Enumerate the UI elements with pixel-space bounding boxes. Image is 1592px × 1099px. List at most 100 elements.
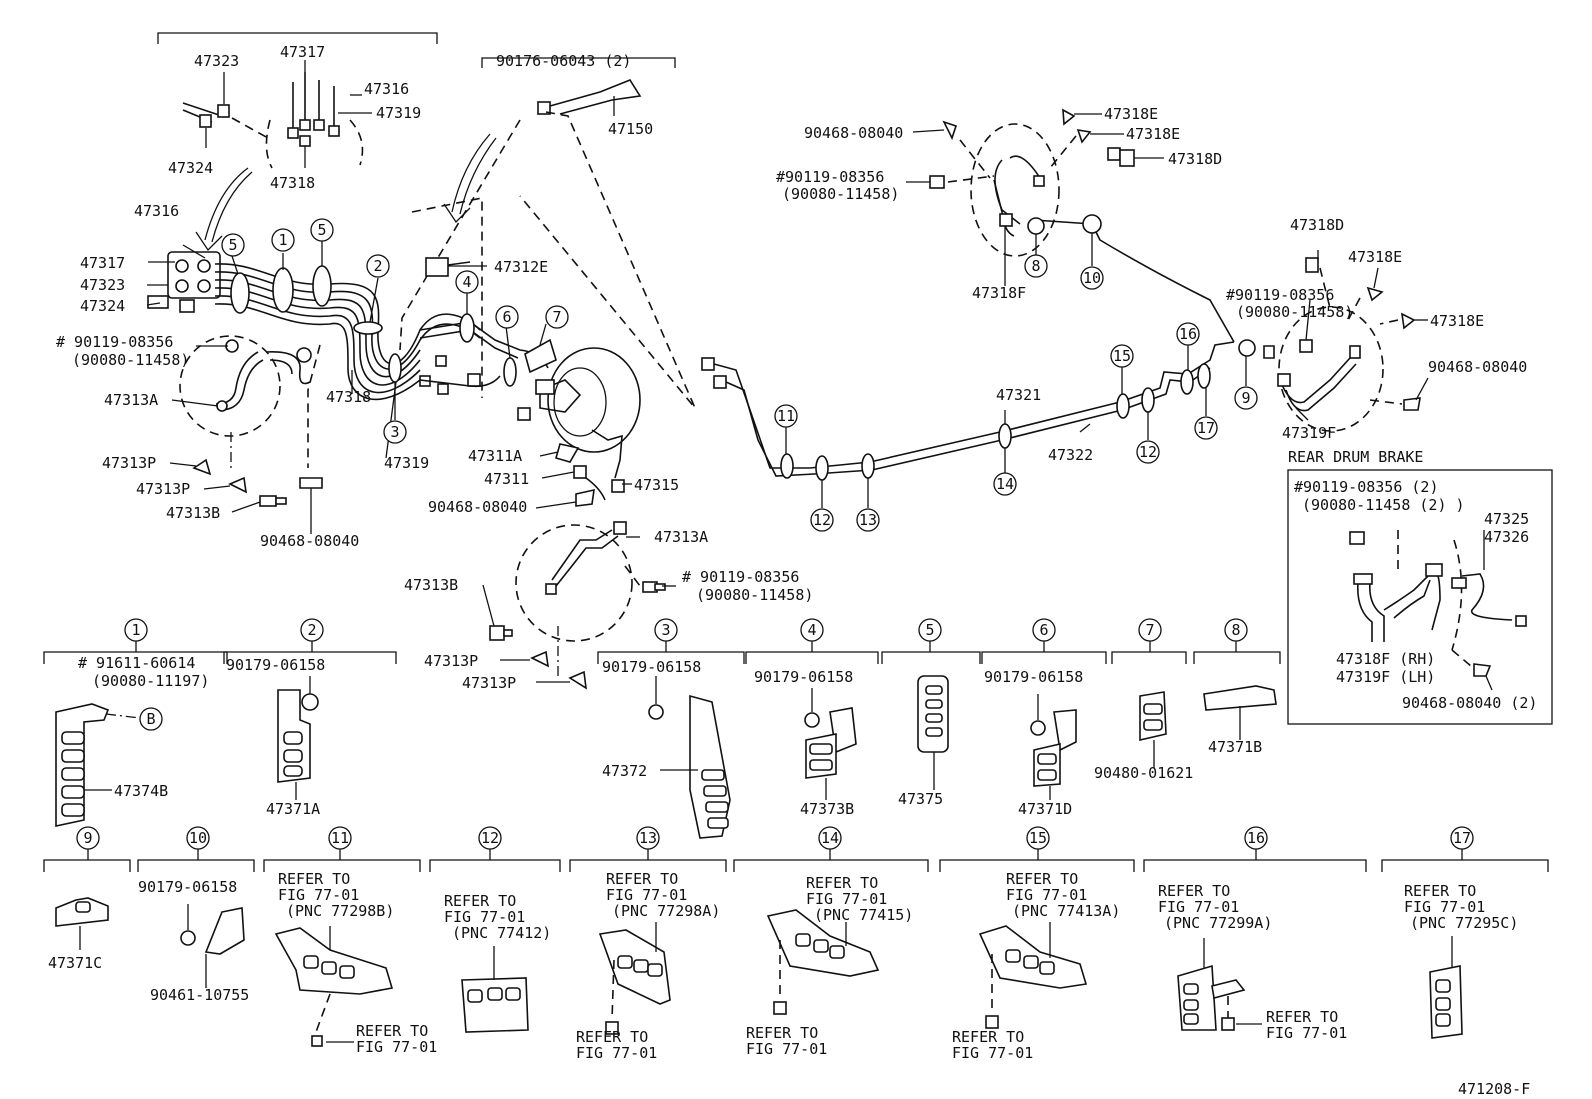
part-label: 90179-06158	[754, 668, 853, 686]
part-label: #90119-08356 (2)	[1294, 478, 1439, 496]
callout-number: 10	[1083, 269, 1101, 287]
part-label: 47317	[280, 43, 325, 61]
refer-text: FIG 77-01	[606, 886, 687, 904]
refer-text: REFER TO	[278, 870, 350, 888]
front-tube-routing	[399, 57, 696, 690]
part-label: 47313A	[104, 391, 158, 409]
part-label: 47325	[1484, 510, 1529, 528]
part-label: (90080-11197)	[92, 672, 209, 690]
clamp-4-part	[459, 313, 475, 343]
callout-number: 11	[777, 407, 795, 425]
part-label: 47371C	[48, 954, 102, 972]
refer-text: REFER TO	[1266, 1008, 1338, 1026]
callout-number: 2	[373, 257, 382, 275]
part-label: 47318D	[1168, 150, 1222, 168]
refer-text: REFER TO	[444, 892, 516, 910]
part-label: 47318	[270, 174, 315, 192]
callout-number: 7	[552, 308, 561, 326]
part-label: 90179-06158	[138, 878, 237, 896]
refer-text: FIG 77-01	[1006, 886, 1087, 904]
refer-text: FIG 77-01	[806, 890, 887, 908]
brake-booster	[547, 347, 641, 453]
part-label: 90468-08040	[1428, 358, 1527, 376]
master-cylinder-area	[146, 32, 481, 534]
clamp-9-part	[1238, 339, 1256, 357]
callout-number: 6	[502, 308, 511, 326]
part-label: 47150	[608, 120, 653, 138]
part-label: 47318E	[1430, 312, 1484, 330]
refer-text: FIG 77-01	[278, 886, 359, 904]
clamp-16-part	[1180, 369, 1194, 395]
master-cylinder	[167, 251, 221, 299]
part-label: (90080-11458)	[72, 351, 189, 369]
part-label: 47318E	[1348, 248, 1402, 266]
part-label: 90461-10755	[150, 986, 249, 1004]
part-label: 90179-06158	[984, 668, 1083, 686]
part-label: 47319F (LH)	[1336, 668, 1435, 686]
part-label: 90468-08040	[428, 498, 527, 516]
refer-text: REFER TO	[1158, 882, 1230, 900]
clamp-7-part	[524, 338, 557, 374]
part-label: 47319	[384, 454, 429, 472]
clamp-2-part	[353, 321, 383, 335]
callout-number: 11	[331, 829, 349, 847]
rear-tube-routing	[701, 108, 1429, 508]
part-label: 47313P	[136, 480, 190, 498]
part-label: # 90119-08356	[682, 568, 799, 586]
part-label: 47313B	[166, 504, 220, 522]
part-label: 90179-06158	[226, 656, 325, 674]
part-label: 47316	[364, 80, 409, 98]
refer-text: REFER TO	[952, 1028, 1024, 1046]
callout-number: 14	[821, 829, 839, 847]
part-label: 47319	[376, 104, 421, 122]
refer-text: (PNC 77299A)	[1164, 914, 1272, 932]
callout-number: 17	[1197, 419, 1215, 437]
bracket-47313P-part	[192, 458, 212, 476]
part-label: 47318E	[1126, 125, 1180, 143]
part-label: 47375	[898, 790, 943, 808]
clamp-47373B-part	[805, 733, 837, 779]
refer-text: (PNC 77298B)	[286, 902, 394, 920]
part-label: (90080-11458)	[782, 185, 899, 203]
part-label: 47313P	[462, 674, 516, 692]
clamp-5-part	[312, 265, 332, 307]
clamp-11-detail	[274, 927, 394, 995]
part-label: 47315	[634, 476, 679, 494]
part-label: 47371D	[1018, 800, 1072, 818]
refer-text: REFER TO	[606, 870, 678, 888]
callout-number: 13	[859, 511, 877, 529]
part-label: 47316	[134, 202, 179, 220]
callout-letter: B	[146, 710, 155, 728]
part-label: 90468-08040	[260, 532, 359, 550]
clamp-15-part	[1116, 393, 1130, 419]
clamp-17-part	[1197, 363, 1211, 389]
refer-text: FIG 77-01	[1158, 898, 1239, 916]
callout-number: 1	[278, 231, 287, 249]
callout-number: 3	[661, 621, 670, 639]
clamp-90461-part	[204, 907, 245, 955]
refer-text: FIG 77-01	[356, 1038, 437, 1056]
refer-text: FIG 77-01	[1404, 898, 1485, 916]
rear-drum-brake-box	[1287, 469, 1553, 725]
refer-text: FIG 77-01	[444, 908, 525, 926]
clamp-90480-part	[1139, 691, 1167, 742]
part-label: 90468-08040 (2)	[1402, 694, 1537, 712]
refer-text: FIG 77-01	[1266, 1024, 1347, 1042]
part-label: 47318F	[972, 284, 1026, 302]
callout-number: 10	[189, 829, 207, 847]
part-label: #90119-08356	[1226, 286, 1334, 304]
part-label: # 90119-08356	[56, 333, 173, 351]
clamp-13-part	[861, 453, 875, 479]
refer-text: (PNC 77412)	[452, 924, 551, 942]
part-label: 90468-08040	[804, 124, 903, 142]
figure-code: 471208-F	[1458, 1080, 1530, 1098]
part-label: (90080-11458 (2) )	[1302, 496, 1465, 514]
part-labels: 47323 47317 47316 47319 47324 47318 9017…	[48, 43, 1537, 1098]
part-label: 47371B	[1208, 738, 1262, 756]
part-label: 47313P	[102, 454, 156, 472]
refer-text: (PNC 77298A)	[612, 902, 720, 920]
part-label: 47318E	[1104, 105, 1158, 123]
callout-number: 15	[1029, 829, 1047, 847]
callout-number: 8	[1031, 257, 1040, 275]
